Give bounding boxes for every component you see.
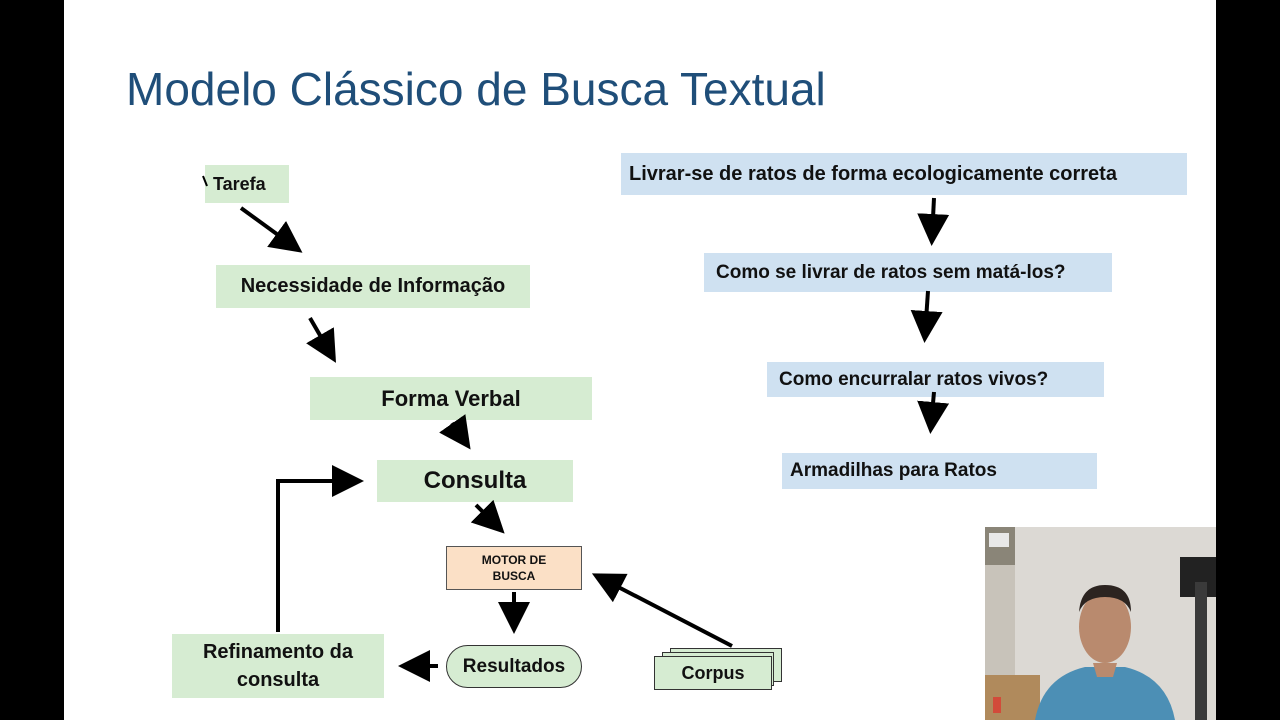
- corpus-stack: Corpus: [654, 648, 794, 694]
- motor-line2: BUSCA: [492, 569, 536, 583]
- refinamento-line2: consulta: [236, 669, 320, 691]
- tarefa-label: Tarefa: [213, 173, 266, 194]
- webcam-overlay: [985, 527, 1216, 720]
- diagram-arrows: [202, 175, 950, 682]
- corpus-label: Corpus: [681, 662, 745, 683]
- arrow-forma-consulta: [439, 414, 471, 450]
- box-refinamento: Refinamento da consulta: [172, 634, 384, 698]
- corpus-sheet-front: Corpus: [654, 656, 772, 690]
- arrow-right-1-2: [917, 197, 950, 246]
- right-step4-label: Armadilhas para Ratos: [790, 460, 997, 481]
- refinamento-line1: Refinamento da: [202, 641, 354, 663]
- motor-line1: MOTOR DE: [481, 553, 547, 567]
- consulta-label: Consulta: [423, 467, 527, 494]
- arrow-right-2-3: [910, 290, 943, 343]
- arrow-right-3-4: [917, 391, 950, 434]
- box-necessidade: Necessidade de Informação: [216, 265, 530, 308]
- box-motor-busca: MOTOR DE BUSCA: [446, 546, 582, 590]
- box-consulta: Consulta: [377, 460, 573, 502]
- box-forma-verbal: Forma Verbal: [310, 377, 592, 420]
- slide-title: Modelo Clássico de Busca Textual: [126, 63, 826, 115]
- box-right-step4: Armadilhas para Ratos: [782, 453, 1097, 489]
- arrow-refinamento-consulta: [276, 465, 364, 632]
- arrow-tarefa-necessidade: [239, 206, 303, 253]
- forma-verbal-label: Forma Verbal: [381, 385, 521, 411]
- box-resultados: Resultados: [446, 645, 582, 688]
- box-right-step1: Livrar-se de ratos de forma ecologicamen…: [621, 153, 1187, 195]
- right-step1-label: Livrar-se de ratos de forma ecologicamen…: [629, 162, 1117, 185]
- necessidade-label: Necessidade de Informação: [240, 275, 506, 297]
- resultados-label: Resultados: [462, 655, 566, 677]
- box-right-step3: Como encurralar ratos vivos?: [767, 362, 1104, 397]
- right-step3-label: Como encurralar ratos vivos?: [779, 368, 1049, 390]
- box-right-step2: Como se livrar de ratos sem matá-los?: [704, 253, 1112, 292]
- presenter-video: [985, 527, 1216, 720]
- right-step2-label: Como se livrar de ratos sem matá-los?: [716, 261, 1066, 283]
- tarefa-arrow-tick: [202, 175, 208, 187]
- slide: Modelo Clássico de Busca Textual Tarefa …: [64, 0, 1216, 720]
- arrow-consulta-motor: [470, 499, 505, 534]
- arrow-necessidade-forma: [306, 316, 337, 363]
- arrow-corpus-motor: [591, 573, 733, 648]
- box-tarefa: Tarefa: [205, 165, 289, 203]
